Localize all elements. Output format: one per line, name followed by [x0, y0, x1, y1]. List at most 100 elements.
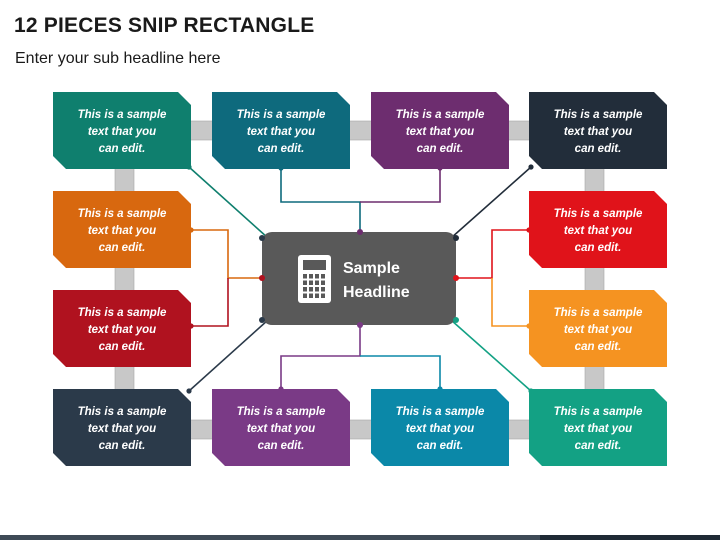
card-text-line: can edit.	[417, 143, 464, 155]
connector-bottom-3	[360, 355, 441, 389]
card-shape	[529, 290, 667, 367]
page-subtitle: Enter your sub headline here	[15, 50, 221, 67]
footer-accent	[540, 535, 720, 540]
card-text-line: This is a sample	[237, 406, 326, 418]
cards-group: This is a sample text that you can edit. Th…	[53, 92, 667, 466]
card-text-line: This is a sample	[396, 109, 485, 121]
card-text-line: text that you	[564, 324, 632, 336]
card-shape	[529, 389, 667, 466]
calculator-key	[309, 287, 313, 292]
calculator-key	[315, 293, 319, 298]
calculator-key	[303, 274, 307, 279]
card-text-line: can edit.	[99, 143, 146, 155]
card-text-line: This is a sample	[78, 307, 167, 319]
connector-bottom-2	[280, 325, 361, 389]
rail-segment	[584, 165, 605, 195]
card-text-line: text that you	[88, 225, 156, 237]
hub-dot	[357, 229, 363, 235]
card-text-line: text that you	[88, 126, 156, 138]
card-text-line: text that you	[406, 423, 474, 435]
connector-rails	[114, 120, 605, 440]
card-text-line: text that you	[406, 126, 474, 138]
hub-dot	[453, 275, 459, 281]
connector-top-1	[188, 166, 269, 239]
calculator-key	[309, 274, 313, 279]
card-text-line: can edit.	[417, 440, 464, 452]
page-title: 12 PIECES SNIP RECTANGLE	[14, 14, 315, 37]
calculator-key	[303, 287, 307, 292]
center-box	[262, 232, 456, 325]
card-text-line: This is a sample	[237, 109, 326, 121]
rail-segment	[187, 120, 217, 141]
hub-dot	[453, 317, 459, 323]
center-hub: Sample Headline	[259, 229, 459, 328]
card-text-line: can edit.	[575, 440, 622, 452]
card-shape	[529, 92, 667, 169]
rail-segment	[114, 165, 135, 195]
card-shape	[53, 191, 191, 268]
hub-dot	[453, 235, 459, 241]
calculator-key	[309, 280, 313, 285]
card-shape	[529, 191, 667, 268]
calculator-key	[321, 293, 325, 298]
rail-segment	[346, 120, 376, 141]
connector-right-1	[456, 229, 529, 279]
rail-segment	[114, 363, 135, 393]
card-text-line: text that you	[564, 225, 632, 237]
card-text-line: This is a sample	[78, 208, 167, 220]
card-text-line: can edit.	[258, 440, 305, 452]
card-text-line: text that you	[247, 126, 315, 138]
connector-top-3	[360, 168, 441, 203]
card-shape	[53, 92, 191, 169]
connector-dot	[528, 164, 534, 170]
card-text-line: This is a sample	[396, 406, 485, 418]
hub-dot	[259, 275, 265, 281]
calculator-icon	[298, 255, 331, 303]
card-text-line: can edit.	[99, 440, 146, 452]
card-text-line: can edit.	[575, 242, 622, 254]
card-text-line: can edit.	[99, 242, 146, 254]
card-text-line: text that you	[564, 423, 632, 435]
card-text-line: text that you	[88, 324, 156, 336]
card-text-line: This is a sample	[554, 109, 643, 121]
rail-segment	[584, 264, 605, 294]
card-text-line: text that you	[88, 423, 156, 435]
connector-bottom-4	[450, 319, 532, 392]
card-shape	[371, 389, 509, 466]
rail-segment	[584, 363, 605, 393]
card-shape	[53, 389, 191, 466]
center-headline-line2: Headline	[343, 284, 410, 301]
calculator-key	[321, 287, 325, 292]
card-left-1[interactable]: This is a sample text that you can edit.	[53, 191, 191, 268]
calculator-key	[321, 280, 325, 285]
connector-left-1	[191, 229, 262, 279]
calculator-key	[315, 280, 319, 285]
connector-bottom-1	[188, 319, 269, 392]
card-left-2[interactable]: This is a sample text that you can edit.	[53, 290, 191, 367]
card-text-line: This is a sample	[554, 307, 643, 319]
card-shape	[371, 92, 509, 169]
card-shape	[53, 290, 191, 367]
card-bottom-3[interactable]: This is a sample text that you can edit.	[371, 389, 509, 466]
card-text-line: can edit.	[575, 143, 622, 155]
card-top-3[interactable]: This is a sample text that you can edit.	[371, 92, 509, 169]
card-text-line: can edit.	[99, 341, 146, 353]
card-text-line: text that you	[247, 423, 315, 435]
card-bottom-2[interactable]: This is a sample text that you can edit.	[212, 389, 350, 466]
calculator-key	[309, 293, 313, 298]
calculator-key	[321, 274, 325, 279]
connector-top-4	[450, 166, 532, 239]
connector-left-2	[191, 278, 229, 327]
card-text-line: This is a sample	[78, 406, 167, 418]
card-right-2[interactable]: This is a sample text that you can edit.	[529, 290, 667, 367]
center-headline-line1: Sample	[343, 260, 400, 277]
rail-segment	[114, 264, 135, 294]
card-bottom-1[interactable]: This is a sample text that you can edit.	[53, 389, 191, 466]
card-text-line: can edit.	[575, 341, 622, 353]
